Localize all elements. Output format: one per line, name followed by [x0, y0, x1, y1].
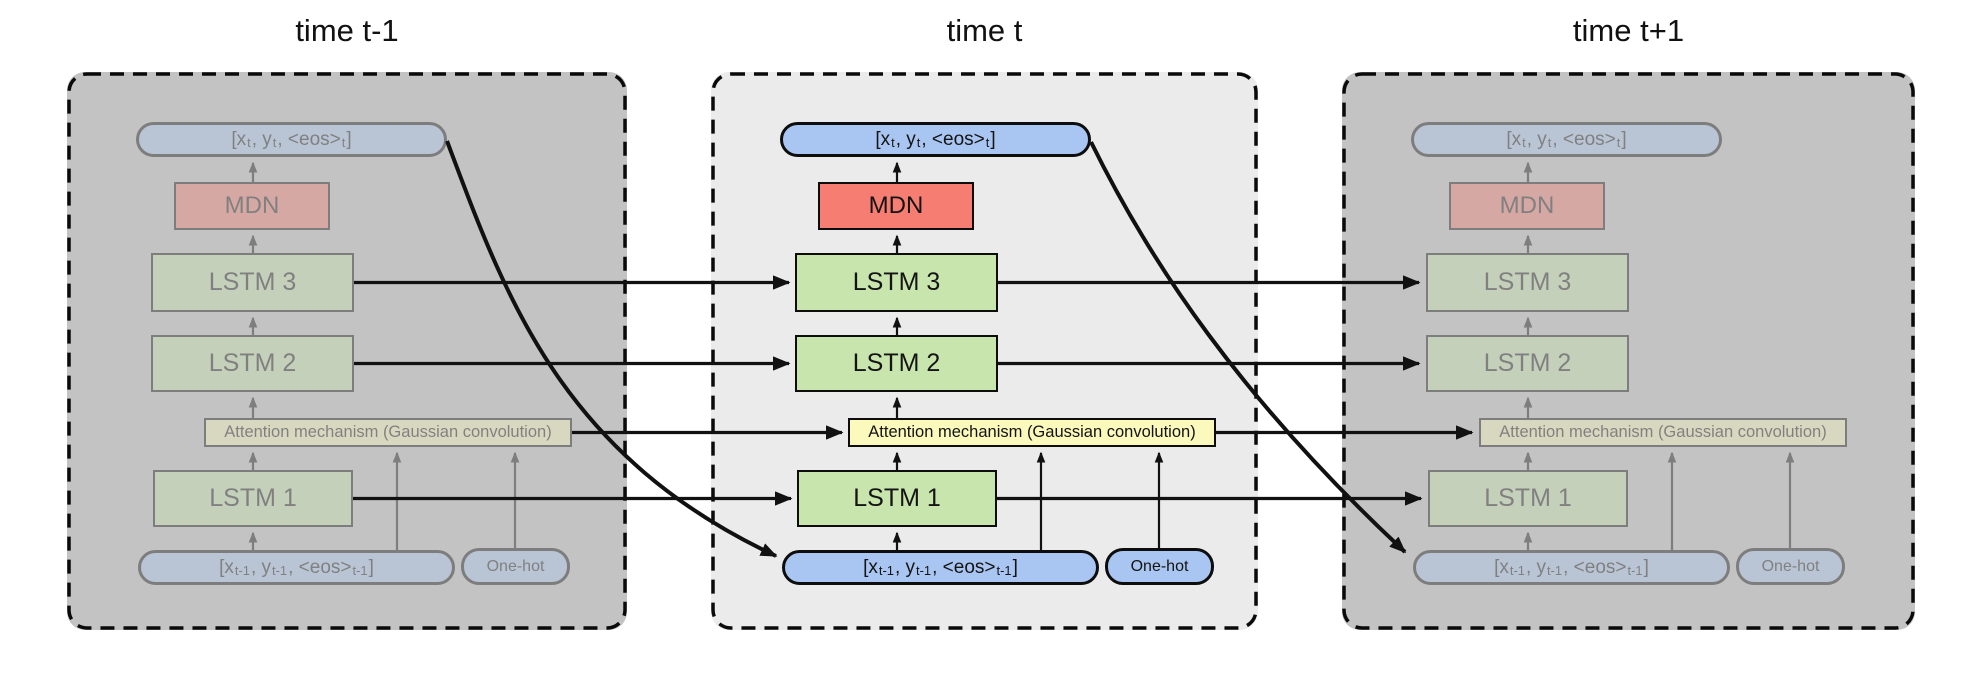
subscript: t-1 — [272, 563, 288, 579]
node-lstm3: LSTM 3 — [151, 253, 354, 312]
node-lstm1: LSTM 1 — [1428, 470, 1628, 527]
node-one-hot: One-hot — [1736, 548, 1845, 585]
subscript: t — [341, 135, 346, 151]
subscript: t-1 — [1509, 563, 1525, 579]
subscript: t-1 — [878, 563, 894, 579]
node-mdn: MDN — [174, 182, 330, 230]
subscript: t — [247, 135, 251, 151]
column-title-t: time t — [946, 13, 1023, 48]
node-lstm3: LSTM 3 — [795, 253, 998, 312]
node-attention: Attention mechanism (Gaussian convolutio… — [1479, 418, 1847, 447]
subscript: t — [1616, 135, 1621, 151]
node-one-hot: One-hot — [461, 548, 570, 585]
column-title-t-plus-1: time t+1 — [1572, 13, 1685, 48]
node-lstm2: LSTM 2 — [795, 335, 998, 392]
node-lstm1: LSTM 1 — [153, 470, 353, 527]
node-attention: Attention mechanism (Gaussian convolutio… — [848, 418, 1216, 447]
node-lstm2: LSTM 2 — [151, 335, 354, 392]
subscript: t-1 — [234, 563, 250, 579]
subscript: t-1 — [1627, 563, 1643, 579]
subscript: t-1 — [916, 563, 932, 579]
node-one-hot: One-hot — [1105, 548, 1214, 585]
node-lstm3: LSTM 3 — [1426, 253, 1629, 312]
node-mdn: MDN — [818, 182, 974, 230]
node-mdn: MDN — [1449, 182, 1605, 230]
subscript: t — [1522, 135, 1526, 151]
subscript: t-1 — [996, 563, 1012, 579]
node-lstm2: LSTM 2 — [1426, 335, 1629, 392]
subscript: t — [985, 135, 990, 151]
node-attention: Attention mechanism (Gaussian convolutio… — [204, 418, 572, 447]
node-lstm1: LSTM 1 — [797, 470, 997, 527]
subscript: t — [891, 135, 895, 151]
subscript: t — [272, 135, 277, 151]
column-title-t-minus-1: time t-1 — [295, 13, 399, 48]
subscript: t — [1547, 135, 1552, 151]
subscript: t-1 — [352, 563, 368, 579]
subscript: t-1 — [1547, 563, 1563, 579]
subscript: t — [916, 135, 921, 151]
